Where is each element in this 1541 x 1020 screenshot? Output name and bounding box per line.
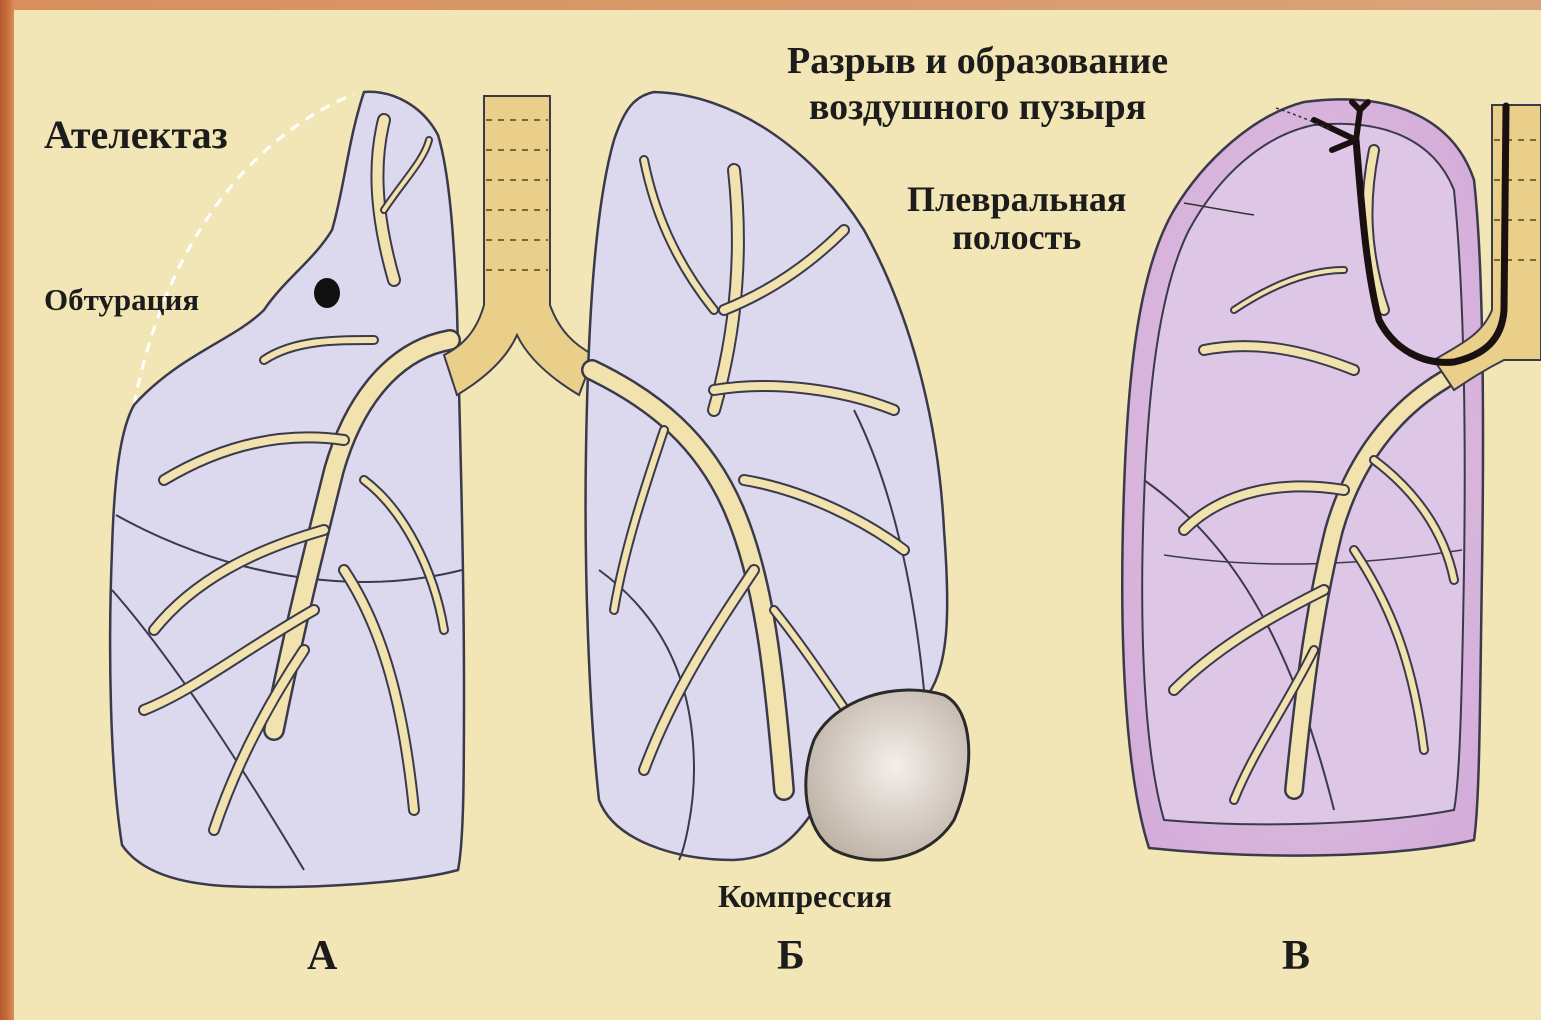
label-pleural-line-1: Плевральная [907, 180, 1126, 218]
trachea [444, 96, 594, 395]
label-atelectasis: Ателектаз [44, 111, 228, 158]
label-obturation: Обтурация [44, 282, 199, 318]
diagram-frame: Ателектаз Обтурация Разрыв и образование… [14, 10, 1541, 1020]
label-rupture-line-1: Разрыв и образование [787, 38, 1168, 84]
lung-a [110, 92, 464, 887]
lung-c [1122, 99, 1541, 855]
label-rupture: Разрыв и образование воздушного пузыря [787, 38, 1168, 130]
obturation-mass [314, 278, 340, 308]
label-pleural-line-2: полость [907, 218, 1126, 256]
panel-label-a: А [307, 932, 337, 980]
label-rupture-line-2: воздушного пузыря [787, 84, 1168, 130]
panel-label-c: В [1282, 932, 1310, 980]
panel-label-b: Б [777, 932, 805, 980]
label-compression: Компрессия [718, 878, 892, 915]
lung-diagram [14, 10, 1541, 1020]
label-pleural-cavity: Плевральная полость [907, 180, 1126, 256]
